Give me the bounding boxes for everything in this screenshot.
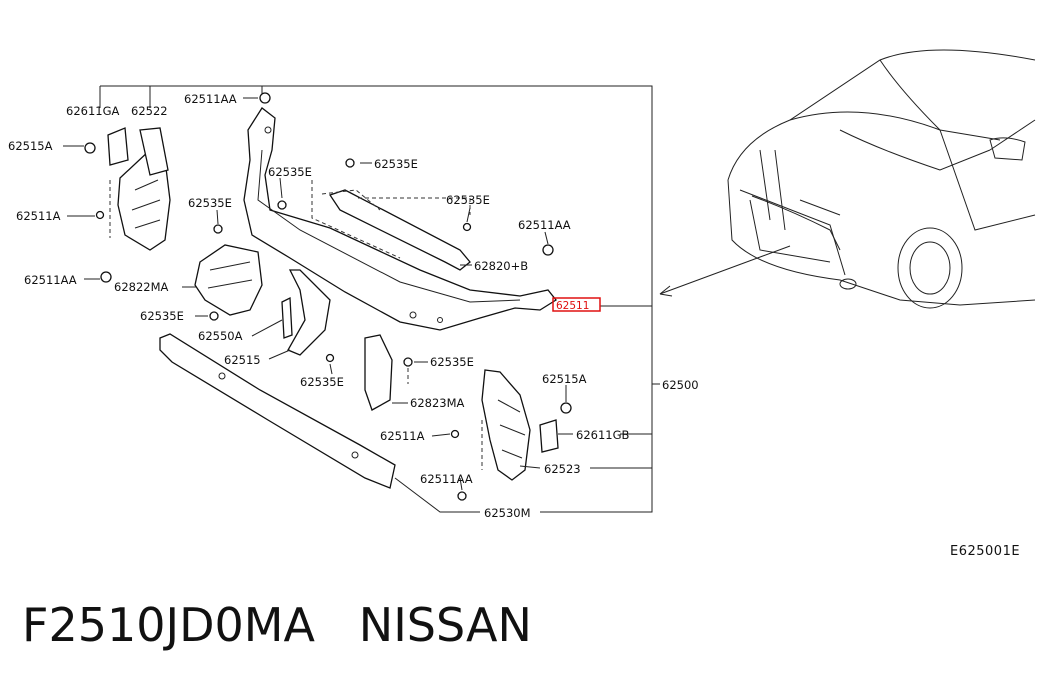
- label-62511AA-bottom: 62511AA: [420, 472, 473, 486]
- part-number-caption: F2510JD0MA NISSAN: [22, 598, 532, 652]
- label-62523: 62523: [544, 462, 581, 476]
- label-62515: 62515: [224, 353, 261, 367]
- latch-support: [281, 269, 335, 363]
- lower-core-support: [159, 333, 396, 489]
- label-62530M: 62530M: [484, 506, 531, 520]
- highlight-62511-box: [552, 297, 601, 312]
- label-62535E-d: 62535E: [446, 193, 490, 207]
- label-62822MA: 62822MA: [114, 280, 169, 294]
- label-62511A-right: 62511A: [380, 429, 425, 443]
- left-air-guide: [194, 224, 263, 321]
- label-62550A: 62550A: [198, 329, 243, 343]
- label-62535E-g: 62535E: [430, 355, 474, 369]
- label-62500: 62500: [662, 378, 699, 392]
- label-62511AA-top: 62511AA: [184, 92, 237, 106]
- label-62522: 62522: [131, 104, 168, 118]
- label-62535E-f: 62535E: [300, 375, 344, 389]
- label-62823MA: 62823MA: [410, 396, 465, 410]
- label-62611GA: 62611GA: [66, 104, 119, 118]
- right-side-bracket: [450, 369, 572, 501]
- label-62515A-left: 62515A: [8, 139, 53, 153]
- label-62820B: 62820+B: [474, 259, 528, 273]
- label-62535E-a: 62535E: [374, 157, 418, 171]
- label-62511AA-mid: 62511AA: [518, 218, 571, 232]
- parts-diagram: 62611GA 62522 62511AA 62515A 62535E 6253…: [8, 49, 1036, 520]
- vehicle-illustration: [727, 49, 1036, 309]
- left-side-bracket: [84, 127, 171, 283]
- label-62535E-c: 62535E: [188, 196, 232, 210]
- label-62611GB: 62611GB: [576, 428, 629, 442]
- upper-core-support: [243, 107, 557, 331]
- label-62511-highlighted: 62511: [556, 300, 589, 312]
- label-62511AA-left: 62511AA: [24, 273, 77, 287]
- label-62515A-right: 62515A: [542, 372, 587, 386]
- label-62535E-b: 62535E: [268, 165, 312, 179]
- label-62511A-left: 62511A: [16, 209, 61, 223]
- diagram-code: E625001E: [950, 544, 1021, 559]
- label-62535E-e: 62535E: [140, 309, 184, 323]
